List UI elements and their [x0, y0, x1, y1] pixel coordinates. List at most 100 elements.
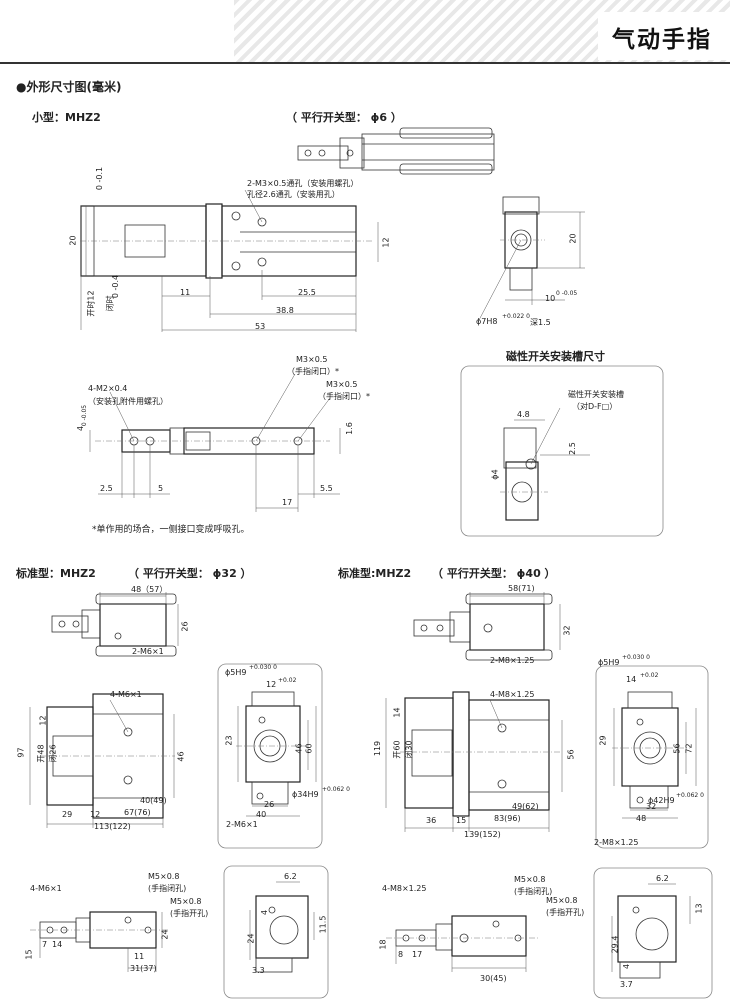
header-rule — [0, 62, 730, 64]
std40-m8c: 2-M8×1.25 — [594, 838, 639, 847]
small-footnote: *单作用的场合，一侧接口变成呼吸孔。 — [92, 525, 250, 535]
mag-title: 磁性开关安装槽尺寸 — [506, 350, 605, 363]
std40-front-view — [385, 691, 563, 832]
page-title: 气动手指 — [612, 27, 712, 53]
std32-m6c: 2-M6×1 — [226, 820, 258, 829]
std40-d14c: 14 — [626, 675, 637, 684]
std40-open: 开60 — [392, 740, 402, 759]
small-d2-5: 2.5 — [100, 484, 113, 493]
std32-b-m6: 4-M6×1 — [30, 884, 62, 893]
std32-d67: 67(76) — [124, 808, 151, 817]
std40-bottom-view — [386, 915, 540, 972]
small-d17: 17 — [282, 498, 293, 507]
std32-d60: 60 — [304, 743, 314, 754]
small-m3b-sub: （手指闭口）* — [318, 392, 370, 401]
std32-tol02: +0.02 — [278, 677, 297, 684]
std32-d15: 15 — [24, 949, 34, 960]
small-d1-6: 1.6 — [344, 422, 354, 435]
std32-d4: 4 — [260, 909, 270, 916]
std40-d6-2: 6.2 — [656, 874, 669, 883]
small-d11: 11 — [180, 288, 191, 297]
small-side-tol: 0 -0.05 — [556, 290, 578, 297]
std40-d83: 83(96) — [494, 814, 521, 823]
std32-d113: 113(122) — [94, 822, 131, 831]
std40-d119: 119 — [373, 740, 383, 757]
std32-d26b: 26 — [264, 800, 275, 809]
small-d0-01: 0 -0.1 — [95, 166, 105, 191]
std32-d12: 12 — [38, 715, 48, 726]
std32-side-view — [217, 663, 323, 849]
std32-d46: 46 — [176, 751, 186, 762]
small-d5: 5 — [158, 484, 164, 493]
std40-close: 闭30 — [404, 740, 414, 759]
small-bore-tol: +0.022 0 — [502, 313, 530, 320]
std32-d23: 23 — [224, 735, 234, 746]
std40-d36: 36 — [426, 816, 437, 825]
small-bottom-view — [89, 373, 341, 512]
mag-d2-5: 2.5 — [567, 442, 577, 455]
std40-switch: （ 平行开关型： ϕ40 ） — [432, 567, 556, 580]
std32-d26: 26 — [180, 621, 190, 632]
std40-d3-7: 3.7 — [620, 980, 633, 989]
std40-d17: 17 — [412, 950, 423, 959]
std32-open: 开48 — [36, 744, 46, 763]
std32-bottom-view — [30, 911, 170, 972]
small-d4: 4 — [76, 425, 86, 432]
std40-m8b: 4-M8×1.25 — [490, 690, 535, 699]
std40-b-m5a: M5×0.8 — [514, 875, 546, 884]
mag-d4-8: 4.8 — [517, 410, 530, 419]
std32-d40b: 40 — [256, 810, 267, 819]
std32-b-m5a: M5×0.8 — [148, 872, 180, 881]
std40-d58: 58(71) — [508, 584, 535, 593]
std40-bore-tol: +0.030 0 — [622, 654, 650, 661]
small-depth: 深1.5 — [530, 318, 551, 327]
std40-slot-view — [593, 867, 713, 999]
std40-d18: 18 — [378, 939, 388, 950]
small-d0-04: 0 -0.4 — [111, 274, 121, 299]
mag-phi4: ϕ4 — [490, 469, 500, 480]
small-bore: ϕ7H8 — [476, 317, 498, 326]
std40-model: 标准型:MHZ2 — [338, 567, 412, 580]
std32-d11-5: 11.5 — [318, 915, 328, 934]
std32-m6: 2-M6×1 — [132, 647, 164, 656]
std40-d139: 139(152) — [464, 830, 501, 839]
std32-d11: 11 — [134, 952, 145, 961]
std32-d7: 7 — [42, 940, 48, 949]
small-bot-note1: 4-M2×0.4 — [88, 384, 128, 393]
std40-d42-tol: +0.062 0 — [676, 792, 704, 799]
small-model: 小型：MHZ2 — [32, 111, 101, 124]
std40-d32b: 32 — [646, 802, 657, 811]
std40-d13: 13 — [694, 903, 704, 914]
std32-slot-view — [223, 865, 329, 999]
std32-bore: ϕ5H9 — [225, 668, 247, 677]
magnetic-slot-view — [460, 365, 664, 537]
small-bot-note2: （安装孔附件用螺孔） — [88, 397, 168, 406]
std40-d4: 4 — [622, 963, 632, 970]
std40-d14: 14 — [392, 707, 402, 718]
small-note2: 孔径2.6通孔（安装用孔） — [247, 190, 340, 199]
std40-d30: 30(45) — [480, 974, 507, 983]
small-d4-tol: 0 -0.05 — [81, 404, 89, 427]
std40-d8: 8 — [398, 950, 404, 959]
std32-front-view — [29, 693, 175, 828]
std40-d15: 15 — [456, 816, 467, 825]
std40-b-m5a-sub: (手指闭孔) — [514, 887, 553, 896]
std32-d31: 31(37) — [130, 964, 157, 973]
small-switch: （ 平行开关型： ϕ6 ） — [286, 111, 402, 124]
std40-bore: ϕ5H9 — [598, 658, 620, 667]
mag-slot-sub: （对D-F□） — [572, 402, 618, 411]
small-d53: 53 — [255, 322, 266, 331]
small-d20: 20 — [68, 235, 78, 246]
std40-d29-4: 29.4 — [610, 935, 620, 954]
std40-d29: 29 — [598, 735, 608, 746]
small-d5-5: 5.5 — [320, 484, 333, 493]
small-open: 开时12 — [86, 290, 96, 317]
std32-d12c: 12 — [266, 680, 277, 689]
std32-d14: 14 — [52, 940, 63, 949]
small-d38-8: 38.8 — [276, 306, 294, 315]
std32-d3-3: 3.3 — [252, 966, 265, 975]
std40-b-m5b: M5×0.8 — [546, 896, 578, 905]
std32-d12b: 12 — [90, 810, 101, 819]
std32-top-view — [51, 592, 179, 657]
